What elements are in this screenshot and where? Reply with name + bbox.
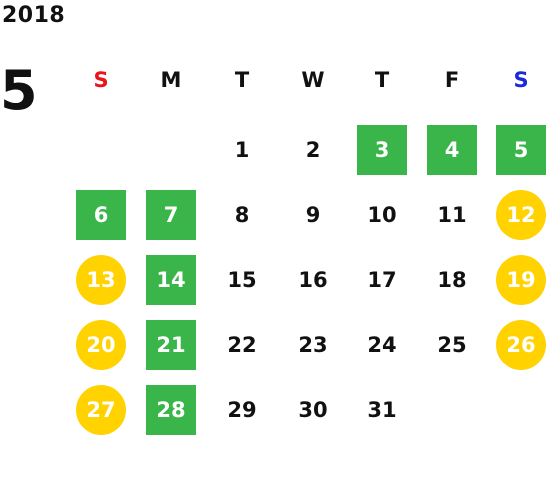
day-cell-6[interactable]: 6 (76, 190, 126, 240)
day-cell-16[interactable]: 16 (298, 268, 328, 292)
calendar-year: 2018 (2, 3, 66, 28)
day-cell-23[interactable]: 23 (298, 333, 328, 357)
day-cell-24[interactable]: 24 (367, 333, 397, 357)
day-cell-20[interactable]: 20 (76, 320, 126, 370)
weekday-fri: F (444, 68, 460, 92)
day-cell-17[interactable]: 17 (367, 268, 397, 292)
day-cell-10[interactable]: 10 (367, 203, 397, 227)
day-cell-3[interactable]: 3 (357, 125, 407, 175)
day-cell-14[interactable]: 14 (146, 255, 196, 305)
day-cell-9[interactable]: 9 (305, 203, 321, 227)
day-cell-29[interactable]: 29 (227, 398, 257, 422)
day-cell-26[interactable]: 26 (496, 320, 546, 370)
day-cell-18[interactable]: 18 (437, 268, 467, 292)
day-cell-28[interactable]: 28 (146, 385, 196, 435)
day-cell-25[interactable]: 25 (437, 333, 467, 357)
day-cell-2[interactable]: 2 (305, 138, 321, 162)
weekday-sun: S (93, 68, 109, 92)
weekday-mon: M (160, 68, 182, 92)
day-cell-13[interactable]: 13 (76, 255, 126, 305)
weekday-wed: W (301, 68, 325, 92)
day-cell-31[interactable]: 31 (367, 398, 397, 422)
day-cell-27[interactable]: 27 (76, 385, 126, 435)
day-cell-7[interactable]: 7 (146, 190, 196, 240)
day-cell-8[interactable]: 8 (234, 203, 250, 227)
day-cell-4[interactable]: 4 (427, 125, 477, 175)
day-cell-1[interactable]: 1 (234, 138, 250, 162)
weekday-thu: T (374, 68, 390, 92)
day-cell-5[interactable]: 5 (496, 125, 546, 175)
day-cell-30[interactable]: 30 (298, 398, 328, 422)
day-cell-22[interactable]: 22 (227, 333, 257, 357)
weekday-sat: S (513, 68, 529, 92)
day-cell-12[interactable]: 12 (496, 190, 546, 240)
calendar-month: 5 (0, 59, 38, 122)
weekday-tue: T (234, 68, 250, 92)
day-cell-11[interactable]: 11 (437, 203, 467, 227)
day-cell-19[interactable]: 19 (496, 255, 546, 305)
day-cell-21[interactable]: 21 (146, 320, 196, 370)
day-cell-15[interactable]: 15 (227, 268, 257, 292)
